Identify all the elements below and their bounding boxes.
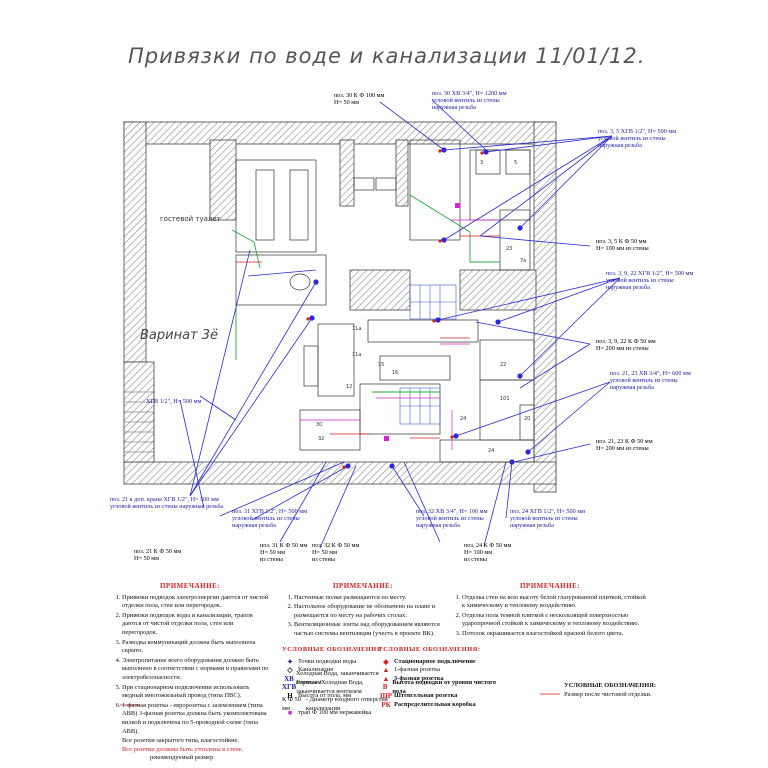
note-item: 1-фазная розетка - евророзетка с заземле…: [122, 702, 270, 736]
legend-electrical: УСЛОВНЫЕ ОБОЗНАЧЕНИЯ: ◆Стационарное подк…: [378, 646, 498, 709]
room-label-guest-toilet: гостевой туалет: [160, 215, 221, 223]
legend-row: ▲3-фазная розетка: [382, 674, 444, 683]
note-item: Отделка пола темной плиткой с нескользящ…: [462, 612, 650, 629]
stairs: [124, 380, 155, 462]
svg-text:12: 12: [346, 384, 352, 390]
page-title: Привязки по воде и канализации 11/01/12.: [128, 44, 646, 68]
legend-size-heading: УСЛОВНЫЕ ОБОЗНАЧЕНИЯ:: [564, 682, 656, 689]
leader-lines: [179, 99, 621, 549]
dimension-lines: [300, 219, 500, 450]
vent-hoods: [399, 284, 457, 425]
note-item: Потолок окрашивается влагостойкой краско…: [462, 630, 650, 639]
note-item: При стационарном подключении использоват…: [122, 684, 270, 701]
svg-text:24: 24: [488, 448, 494, 454]
water-points: [306, 147, 531, 469]
note-item: Вентиляционные зонты над оборудованием я…: [294, 621, 444, 638]
callout-left-hgv: ХГВ 1/2", H= 500 мм: [146, 398, 202, 405]
note-item: Настенные полки размещаются по месту.: [294, 594, 444, 603]
legend-row: ▲1-фазная розетка: [382, 666, 441, 675]
notes-finishing: ПРИМЕЧАНИЕ: Отделка стен на всю высоту б…: [450, 582, 650, 640]
note-warning: Все розетки должны быть утоплены в стене…: [122, 745, 244, 753]
svg-text:7a: 7a: [520, 258, 526, 264]
svg-text:16: 16: [392, 370, 398, 376]
notes-finishing-heading: ПРИМЕЧАНИЕ:: [519, 582, 581, 590]
legend-row: ✦Точки подводки воды: [287, 657, 357, 666]
note-extra: Все розетки закрытого типа, влагостойкие…: [122, 737, 239, 745]
callout-bl-1: поз. 21 к доп. крана ХГВ 1/2", H= 500 мм…: [110, 496, 224, 510]
note-item: Электропитание всего оборудования должно…: [122, 657, 270, 683]
notes-general-heading: ПРИМЕЧАНИЕ:: [159, 582, 221, 590]
equipment-numbers: 3 5 7a 23 11a 11a 15 16 22 101 30 32 24 24 12 20: [316, 160, 530, 454]
note-item: Разводка коммуникаций должна быть выполн…: [122, 639, 270, 656]
svg-text:5: 5: [514, 160, 517, 166]
svg-text:23: 23: [506, 246, 512, 252]
svg-text:3: 3: [480, 160, 483, 166]
svg-text:11a: 11a: [352, 352, 361, 358]
variant-label: Варинат 3ё: [140, 328, 219, 343]
note-rec-size: рекомендуемый размер: [150, 754, 214, 762]
note-item: Настольное оборудование не обозначено на…: [294, 603, 444, 620]
svg-text:101: 101: [500, 396, 510, 402]
svg-text:11a: 11a: [352, 326, 361, 332]
green-lines: [231, 194, 500, 393]
note-item: Привязки подводок воды и канализации, тр…: [122, 612, 270, 638]
note-item: Привязки подводок электроэнергии даются …: [122, 594, 270, 611]
legend-row: ◆Стационарное подключение: [383, 657, 476, 666]
legend-water: УСЛОВНЫЕ ОБОЗНАЧЕНИЯ ✦Точки подводки вод…: [282, 646, 392, 718]
svg-text:15: 15: [378, 362, 384, 368]
notes-equipment: ПРИМЕЧАНИЕ: Настенные полки размещаются …: [282, 582, 444, 640]
legend-row: ◇Канализация: [287, 666, 334, 675]
legend-row: ■трап Ф 100 мм нержавейка: [287, 709, 372, 718]
walls: [123, 121, 557, 493]
svg-text:30: 30: [316, 422, 322, 428]
notes-general: ПРИМЕЧАНИЕ: Привязки подводок электроэне…: [110, 582, 270, 763]
notes-equipment-heading: ПРИМЕЧАНИЕ:: [332, 582, 394, 590]
legend-size: УСЛОВНЫЕ ОБОЗНАЧЕНИЯ: Размер после чисто…: [540, 682, 680, 699]
svg-text:20: 20: [524, 416, 530, 422]
legend-elec-heading: УСЛОВНЫЕ ОБОЗНАЧЕНИЯ:: [378, 646, 481, 653]
legend-row: К Ф 50 мм- Диаметр входного отверстия ка…: [282, 696, 388, 712]
legend-water-heading: УСЛОВНЫЕ ОБОЗНАЧЕНИЯ: [282, 646, 382, 653]
legend-size-text: Размер после чистовой отделки.: [564, 690, 652, 698]
svg-text:24: 24: [460, 416, 466, 422]
svg-text:22: 22: [500, 362, 506, 368]
note-item: Отделка стен на всю высоту белой глазуро…: [462, 594, 650, 611]
svg-text:32: 32: [318, 436, 324, 442]
